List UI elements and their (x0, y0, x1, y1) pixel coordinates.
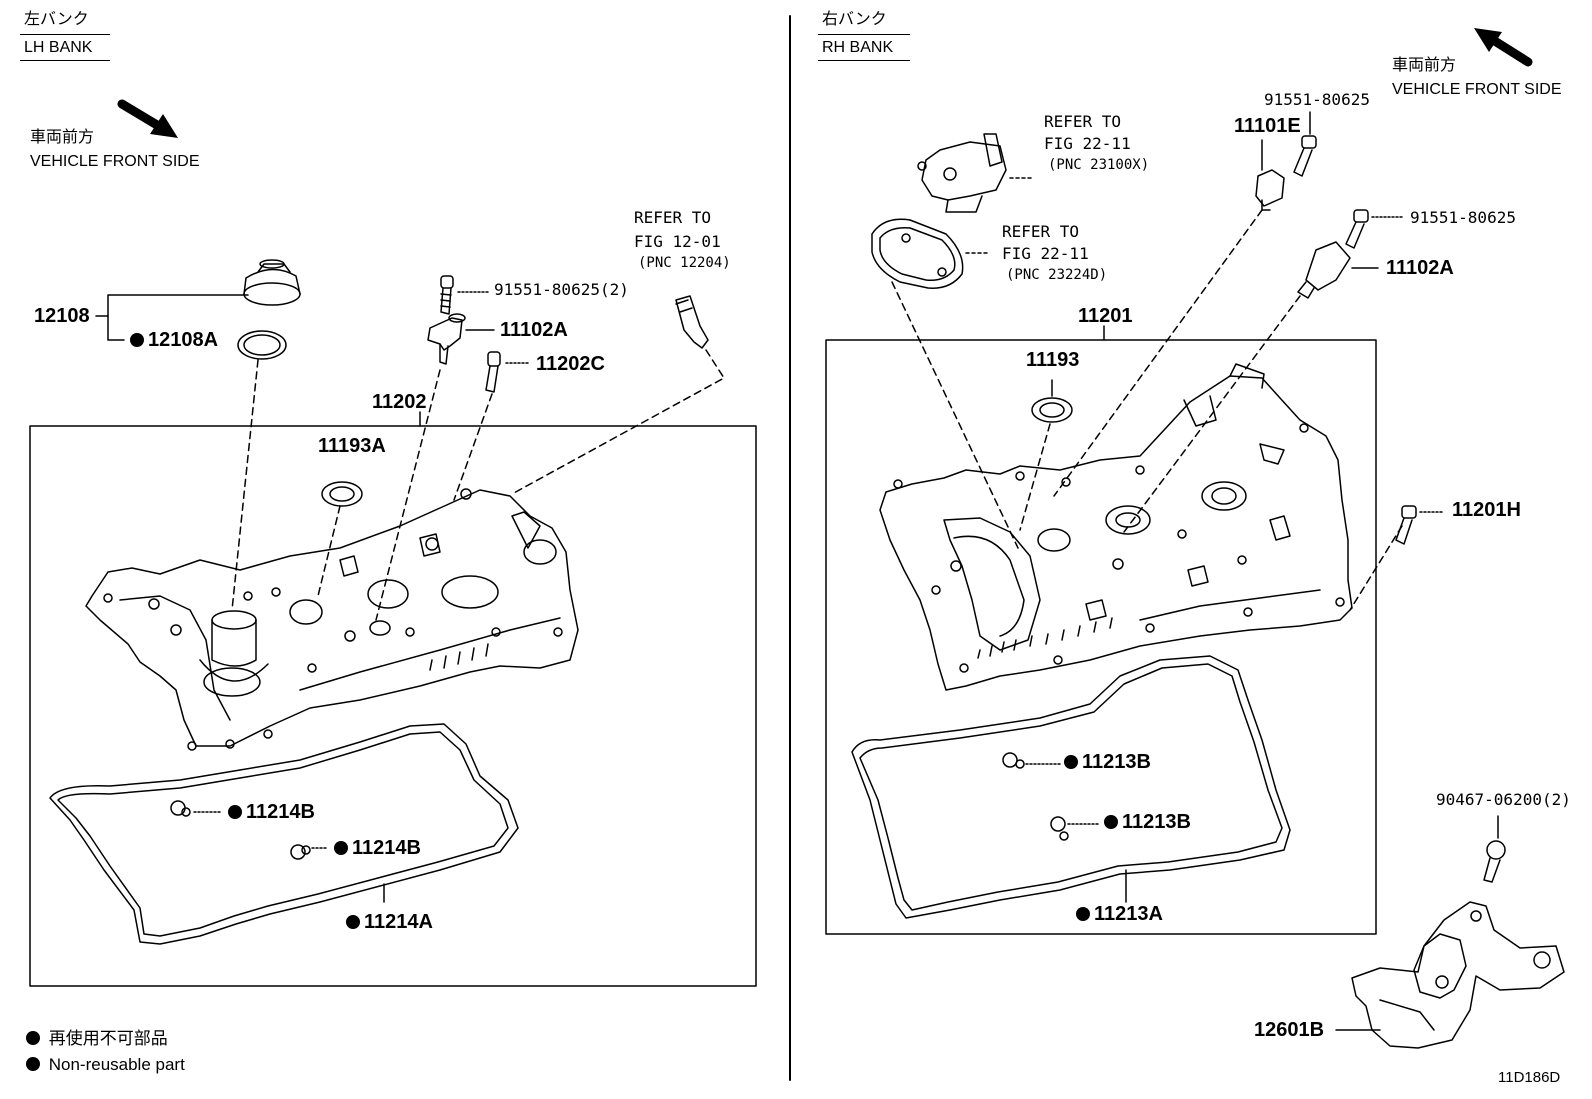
oil-filler-cap-icon (243, 259, 301, 306)
part-number: 11214B (246, 801, 315, 823)
rh-assembly-box (825, 339, 1377, 935)
legend-jp: 再使用不可部品 (26, 1030, 168, 1047)
cover-plate-icon (871, 218, 964, 289)
rh-refer1-pnc: (PNC 23100X) (1048, 157, 1150, 173)
part-label-12601B[interactable]: 12601B (1254, 1019, 1325, 1041)
part-label-11214A[interactable]: 11214A (346, 912, 433, 932)
bolt-icon (1345, 209, 1369, 249)
legend-en: Non-reusable part (26, 1056, 185, 1073)
seal-11193A-icon (321, 481, 363, 507)
rh-bank-title-en: RH BANK (822, 39, 894, 56)
part-label-11202C[interactable]: 11202C (536, 353, 605, 375)
part-number: 11213B (1082, 751, 1151, 773)
rh-refer1-line2: FIG 22-11 (1044, 134, 1131, 153)
part-label-91551-80625-rh-a[interactable]: 91551-80625 (1264, 90, 1370, 109)
non-reusable-dot-icon (1076, 907, 1090, 921)
bolt-icon (1395, 505, 1417, 545)
knock-sensor-icon (675, 295, 709, 349)
non-reusable-dot-icon (26, 1031, 40, 1045)
part-label-11201[interactable]: 11201 (1078, 305, 1133, 327)
rh-front-arrow-icon (1474, 28, 1533, 67)
part-label-11213A[interactable]: 11213A (1076, 904, 1163, 924)
stud-bolt-icon (485, 351, 501, 393)
part-label-11102A-lh[interactable]: 11102A (500, 319, 568, 341)
lh-12108-bracket (95, 294, 249, 317)
part-label-91551-80625-rh-b[interactable]: 91551-80625 (1410, 208, 1516, 227)
rh-cam-cover-icon (879, 363, 1353, 691)
cam-sensor-icon (427, 313, 466, 365)
engine-mount-bracket-icon (1351, 901, 1565, 1049)
rh-leader-lines (891, 209, 1403, 611)
grommet-icon (1002, 752, 1025, 769)
seal-11193-icon (1031, 397, 1073, 423)
part-label-11202[interactable]: 11202 (372, 391, 427, 413)
part-label-11214B-2[interactable]: 11214B (334, 838, 421, 858)
part-number: 11213B (1122, 811, 1191, 833)
rh-bank-rule (818, 60, 910, 61)
part-number: 11214A (364, 911, 433, 933)
part-number: 11213A (1094, 903, 1163, 925)
rh-refer1-line1: REFER TO (1044, 112, 1122, 131)
non-reusable-dot-icon (334, 841, 348, 855)
vsv-solenoid-icon (917, 133, 1007, 213)
non-reusable-dot-icon (130, 333, 144, 347)
part-label-11214B-1[interactable]: 11214B (228, 802, 315, 822)
part-label-11213B-1[interactable]: 11213B (1064, 752, 1151, 772)
rh-refer2-pnc: (PNC 23224D) (1006, 267, 1108, 283)
part-label-11201H[interactable]: 11201H (1452, 499, 1521, 521)
gasket-12108A-icon (237, 330, 287, 360)
part-label-12108A[interactable]: 12108A (130, 330, 218, 350)
grommet-icon (1050, 816, 1069, 841)
part-label-12108[interactable]: 12108 (34, 305, 90, 327)
rh-bank-rule (818, 34, 910, 35)
legend-en-text: Non-reusable part (48, 1055, 185, 1074)
legend-jp-text: 再使用不可部品 (48, 1029, 168, 1048)
non-reusable-dot-icon (346, 915, 360, 929)
lh-refer-line2: FIG 12-01 (634, 232, 721, 251)
rh-bank-title-jp: 右バンク (822, 11, 887, 28)
non-reusable-dot-icon (26, 1057, 40, 1071)
non-reusable-dot-icon (1104, 815, 1118, 829)
part-number: 11214B (352, 837, 421, 859)
part-label-91551-80625-2[interactable]: 91551-80625(2) (494, 280, 629, 299)
part-label-11101E[interactable]: 11101E (1234, 115, 1301, 137)
lh-leader-lines (231, 349, 725, 621)
part-number: 12108A (148, 329, 219, 351)
cam-sensor-icon (1255, 169, 1285, 211)
non-reusable-dot-icon (1064, 755, 1078, 769)
part-label-90467-06200-2[interactable]: 90467-06200(2) (1436, 790, 1571, 809)
lh-bank-rule (20, 34, 110, 35)
part-label-11102A-rh[interactable]: 11102A (1386, 257, 1454, 279)
clip-bolt-icon (1483, 840, 1506, 883)
rh-gasket-11213A-icon (851, 655, 1291, 919)
lh-bank-rule (20, 60, 110, 61)
rh-front-label-jp: 車両前方 (1392, 57, 1457, 74)
lh-gasket-11214A-icon (49, 723, 519, 945)
rh-refer2-line2: FIG 22-11 (1002, 244, 1089, 263)
lh-refer-pnc: (PNC 12204) (638, 255, 731, 271)
lh-refer-line1: REFER TO (634, 208, 712, 227)
lh-assembly-box (29, 425, 757, 987)
lh-front-arrow-icon (117, 99, 178, 138)
cam-sensor-icon (1297, 241, 1351, 299)
rh-front-label-en: VEHICLE FRONT SIDE (1392, 81, 1562, 98)
bolt-icon (440, 275, 454, 315)
lh-cam-cover-icon (85, 488, 579, 751)
lh-front-label-en: VEHICLE FRONT SIDE (30, 153, 200, 170)
part-label-11193[interactable]: 11193 (1026, 349, 1080, 371)
grommet-icon (170, 800, 191, 817)
part-label-11193A[interactable]: 11193A (318, 435, 386, 457)
non-reusable-dot-icon (228, 805, 242, 819)
rh-refer2-line1: REFER TO (1002, 222, 1080, 241)
lh-bank-title-jp: 左バンク (24, 11, 89, 28)
part-label-11213B-2[interactable]: 11213B (1104, 812, 1191, 832)
bolt-icon (1293, 135, 1317, 177)
lh-bank-title-en: LH BANK (24, 39, 93, 56)
figure-id: 11D186D (1498, 1069, 1561, 1086)
lh-front-label-jp: 車両前方 (30, 129, 95, 146)
grommet-icon (290, 844, 311, 860)
